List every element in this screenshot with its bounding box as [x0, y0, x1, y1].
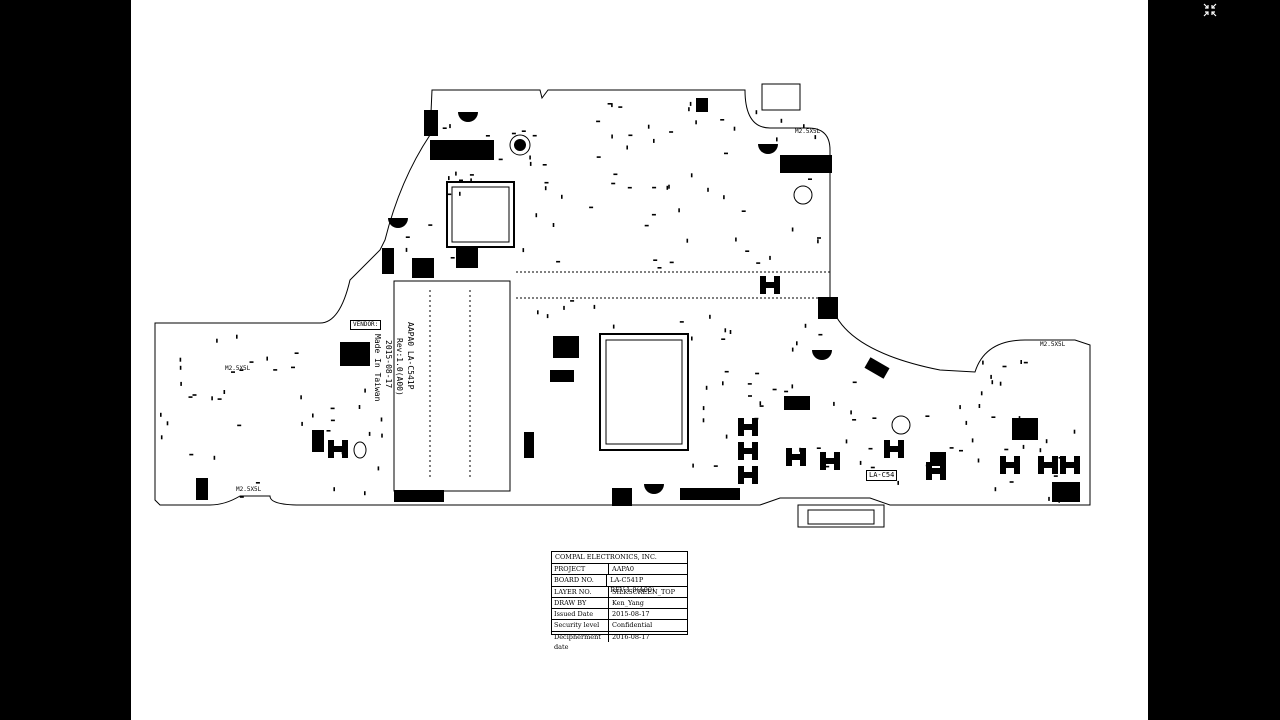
title-block-row: BOARD NO.LA-C541P REV:1.0(A00): [552, 575, 687, 595]
title-block-value: SILKSCREEN_TOP: [612, 587, 675, 596]
vendor-label: VENDOR:: [350, 320, 382, 330]
title-block-value: AAPA0: [612, 565, 634, 573]
screw-label-bottom: M2.5X5L: [236, 486, 262, 493]
screw-label-left: M2.5X5L: [225, 365, 251, 372]
date-mark: 2015-08-17: [384, 340, 393, 389]
screw-label-top: M2.5X5L: [795, 128, 821, 135]
title-block-key: Decipherment date: [552, 631, 609, 651]
title-block-row: LAYER NO.SILKSCREEN_TOP: [552, 586, 687, 598]
title-block-value: 2015-08-17: [612, 610, 650, 619]
title-block-key: BOARD NO.: [552, 575, 608, 586]
board-outline: [154, 89, 1091, 506]
title-block-key: PROJECT: [552, 564, 609, 575]
title-block-key: DRAW BY: [552, 597, 609, 609]
title-block-key: LAYER NO.: [552, 586, 609, 597]
cpu-socket: [599, 333, 689, 451]
title-block-value: LA-C541P REV:1.0(A00): [610, 576, 655, 595]
pch-chip: [446, 181, 515, 248]
title-block-value: Ken_Yang: [612, 598, 644, 607]
bottom-connector: [797, 504, 885, 528]
memory-slot: [393, 280, 511, 492]
title-block-key: Issued Date: [552, 609, 609, 620]
company-name: COMPAL ELECTRONICS, INC.: [552, 552, 687, 564]
title-block-key: Security level: [552, 620, 609, 631]
origin-mark: Made In Taiwan: [373, 334, 382, 402]
title-block-value: 2016-08-17: [612, 632, 650, 641]
screw-label-right: M2.5X5L: [1040, 341, 1066, 348]
project-mark: AAPA0 LA-C541P: [406, 322, 415, 390]
board-code: LA-C54: [866, 470, 898, 481]
rev-mark: Rev:1.0(A00): [395, 338, 404, 396]
collapse-arrows-icon[interactable]: [1203, 3, 1217, 17]
title-block-value: Confidential: [612, 621, 653, 630]
